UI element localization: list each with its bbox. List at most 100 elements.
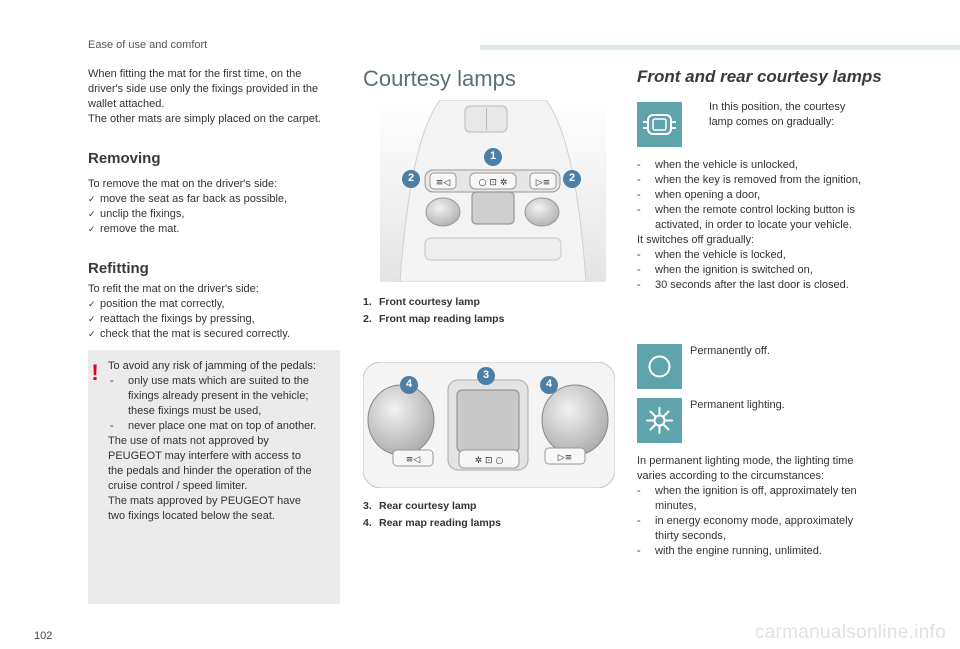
legend-num: 4. [363, 517, 372, 529]
door-mode-icon [637, 102, 682, 147]
lamp-on-icon [637, 398, 682, 443]
list-item: when the key is removed from the ignitio… [637, 173, 897, 188]
list-line: thirty seconds, [655, 530, 726, 542]
removing-steps: move the seat as far back as possible, u… [88, 192, 348, 237]
door-mode-details: when the vehicle is unlocked, when the k… [637, 158, 897, 293]
list-item: when the remote control locking button i… [637, 203, 897, 233]
legend-label: Front map reading lamps [379, 313, 505, 325]
callout-1-label: 1 [489, 150, 497, 162]
watermark: carmanualsonline.info [754, 622, 946, 643]
refitting-steps: position the mat correctly, reattach the… [88, 297, 348, 342]
svg-text:○ ⊡ ✲: ○ ⊡ ✲ [479, 178, 508, 188]
callout-3 [477, 367, 495, 385]
removing-lead: To remove the mat on the driver's side: [88, 178, 278, 190]
warning-text: To avoid any risk of jamming of the peda… [108, 359, 338, 524]
callout-2-label: 2 [407, 172, 415, 184]
intro-line: When fitting the mat for the first time,… [88, 68, 302, 80]
warning-body-line: cruise control / speed limiter. [108, 480, 248, 492]
warning-body-line: the pedals and hinder the operation of t… [108, 465, 312, 477]
list-item: when the vehicle is unlocked, [637, 158, 897, 173]
list-line: these fixings must be used, [128, 405, 262, 417]
front-legend: 1. Front courtesy lamp 2. Front map readin… [363, 296, 504, 325]
refitting-lead: To refit the mat on the driver's side: [88, 283, 259, 295]
legend-item: 2. Front map reading lamps [363, 313, 504, 325]
list-item: check that the mat is secured correctly. [88, 327, 348, 342]
list-item: never place one mat on top of another. [110, 419, 338, 434]
svg-text:≡◁: ≡◁ [406, 455, 421, 465]
off-list: when the vehicle is locked, when the ign… [637, 248, 897, 293]
list-line: activated, in order to locate your vehic… [655, 219, 852, 231]
list-item: 30 seconds after the last door is closed… [637, 278, 897, 293]
door-mode-text: In this position, the courtesy lamp come… [709, 100, 889, 130]
callout-1 [484, 148, 502, 166]
list-item: position the mat correctly, [88, 297, 348, 312]
callout-2-right [563, 170, 581, 188]
intro-paragraph: When fitting the mat for the first time,… [88, 67, 348, 127]
svg-text:▷≡: ▷≡ [558, 453, 572, 463]
intro-line: The other mats are simply placed on the … [88, 113, 321, 125]
front-rear-title: Front and rear courtesy lamps [637, 67, 882, 86]
list-item: when opening a door, [637, 188, 897, 203]
courtesy-lamps-title: Courtesy lamps [363, 66, 516, 91]
perm-lead-line: varies according to the circumstances: [637, 470, 825, 482]
list-line: in energy economy mode, approximately [655, 515, 854, 527]
perm-lead-line: In permanent lighting mode, the lighting… [637, 455, 854, 467]
lamp-off-icon [637, 344, 682, 389]
list-item: when the ignition is switched on, [637, 263, 897, 278]
off-lead: It switches off gradually: [637, 234, 755, 246]
rear-lamp-illustration: ≡◁ ✲ ⊡ ○ ▷≡ [363, 362, 615, 488]
list-item: in energy economy mode, approximately th… [637, 514, 907, 544]
list-item: when the ignition is off, approximately … [637, 484, 907, 514]
list-line: when the remote control locking button i… [655, 204, 855, 216]
callout-2-left [402, 170, 420, 188]
perm-details: In permanent lighting mode, the lighting… [637, 454, 907, 559]
callout-2-label-right: 2 [568, 172, 576, 184]
legend-num: 3. [363, 500, 372, 512]
callout-4-label: 4 [405, 378, 413, 390]
list-item: with the engine running, unlimited. [637, 544, 907, 559]
list-item: when the vehicle is locked, [637, 248, 897, 263]
callout-3-label: 3 [482, 369, 490, 381]
list-item: move the seat as far back as possible, [88, 192, 348, 207]
callout-4-label-right: 4 [545, 378, 553, 390]
perm-off-text: Permanently off. [690, 345, 770, 357]
callout-4-right [540, 376, 558, 394]
door-mode-line: lamp comes on gradually: [709, 116, 835, 128]
page-number: 102 [34, 630, 53, 642]
legend-item: 1. Front courtesy lamp [363, 296, 504, 308]
front-lamp-illustration: ≡◁ ○ ⊡ ✲ ▷≡ [380, 100, 606, 282]
list-item: reattach the fixings by pressing, [88, 312, 348, 327]
warning-body-line: PEUGEOT may interfere with access to [108, 450, 301, 462]
warning-exclamation-icon: ! [91, 360, 99, 385]
warning-lead: To avoid any risk of jamming of the peda… [108, 360, 316, 372]
list-line: only use mats which are suited to the [128, 375, 309, 387]
section-label: Ease of use and comfort [88, 39, 208, 51]
list-item: only use mats which are suited to the fi… [110, 374, 338, 419]
list-line: never place one mat on top of another. [128, 420, 317, 432]
list-line: minutes, [655, 500, 697, 512]
perm-list: when the ignition is off, approximately … [637, 484, 907, 559]
legend-label: Rear map reading lamps [379, 517, 501, 529]
svg-text:≡◁: ≡◁ [436, 178, 451, 188]
removing-section: To remove the mat on the driver's side: … [88, 177, 348, 237]
perm-on-text: Permanent lighting. [690, 399, 785, 411]
warning-body-line: The mats approved by PEUGEOT have [108, 495, 301, 507]
legend-num: 2. [363, 313, 372, 325]
removing-heading: Removing [88, 150, 161, 167]
refitting-heading: Refitting [88, 260, 149, 277]
list-item: unclip the fixings, [88, 207, 348, 222]
legend-label: Rear courtesy lamp [379, 500, 477, 512]
warning-list: only use mats which are suited to the fi… [108, 374, 338, 434]
intro-line: wallet attached. [88, 98, 165, 110]
warning-body-line: The use of mats not approved by [108, 435, 269, 447]
callout-4-left [400, 376, 418, 394]
list-item: remove the mat. [88, 222, 348, 237]
legend-item: 3. Rear courtesy lamp [363, 500, 501, 512]
list-line: when the ignition is off, approximately … [655, 485, 857, 497]
legend-item: 4. Rear map reading lamps [363, 517, 501, 529]
header-accent-bar [480, 45, 960, 50]
legend-num: 1. [363, 296, 372, 308]
svg-text:✲ ⊡ ○: ✲ ⊡ ○ [475, 456, 504, 466]
on-list: when the vehicle is unlocked, when the k… [637, 158, 897, 233]
legend-label: Front courtesy lamp [379, 296, 480, 308]
